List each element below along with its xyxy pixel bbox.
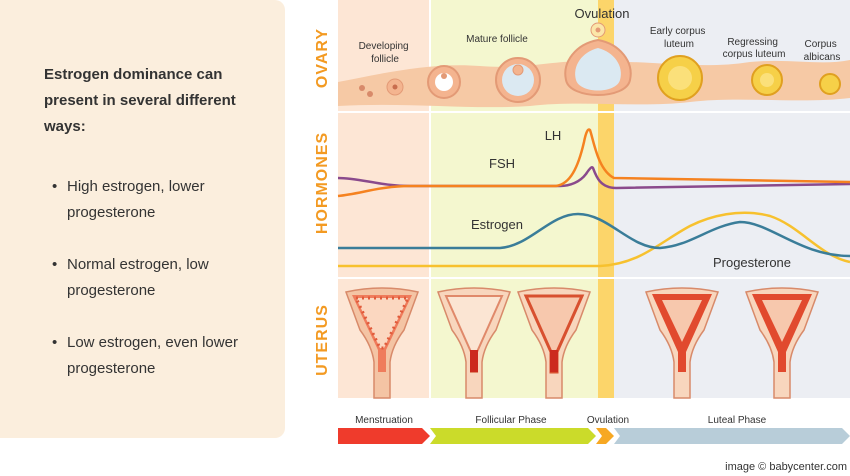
menstrual-cycle-diagram: OVARY HORMONES UTERUS Developing foll bbox=[314, 0, 850, 444]
fsh-curve bbox=[337, 166, 850, 190]
ovary-label-early-corpus-text: luteum bbox=[664, 39, 694, 50]
row-label-hormones: HORMONES bbox=[314, 132, 331, 234]
progesterone-curve bbox=[338, 211, 850, 268]
ovary-label-developing: Developing follicle bbox=[359, 41, 412, 65]
uterus-follicular-early-icon bbox=[436, 287, 512, 399]
ovary-label-ovulation: Ovulation bbox=[575, 6, 630, 21]
list-item-text: Low estrogen, even lower progesterone bbox=[67, 334, 238, 377]
list-item-text: High estrogen, lower progesterone bbox=[67, 178, 205, 221]
bullet-icon: • bbox=[52, 256, 58, 273]
regressing-corpus-luteum-icon bbox=[751, 64, 783, 96]
luteal-arrow bbox=[614, 428, 850, 444]
uterus-follicular-late-icon bbox=[516, 287, 592, 399]
phase-label-luteal: Luteal Phase bbox=[708, 415, 767, 426]
phase-label-follicular: Follicular Phase bbox=[475, 415, 547, 426]
ovulation-arrow bbox=[596, 428, 614, 444]
ovary-label-mature: Mature follicle bbox=[466, 34, 528, 45]
list-item: • Low estrogen, even lower progesterone bbox=[44, 330, 265, 382]
ovary-label-albicans-text: albicans bbox=[804, 52, 841, 63]
hormone-label-lh: LH bbox=[545, 128, 562, 143]
growing-follicle-icon bbox=[427, 65, 461, 99]
hormone-label-fsh: FSH bbox=[489, 156, 515, 171]
menstruation-arrow bbox=[338, 428, 430, 444]
follicular-arrow bbox=[430, 428, 596, 444]
mature-follicle-icon bbox=[495, 57, 541, 103]
ovary-label-early-corpus: Early corpus luteum bbox=[650, 26, 708, 50]
developing-follicle-icon bbox=[359, 78, 404, 97]
list-item-text: Normal estrogen, low progesterone bbox=[67, 256, 209, 299]
bullet-icon: • bbox=[52, 334, 58, 351]
uterus-luteal-early-icon bbox=[644, 287, 720, 399]
list-item: • Normal estrogen, low progesterone bbox=[44, 252, 265, 304]
ovary-label-albicans-text: Corpus bbox=[804, 39, 836, 50]
ovary-label-albicans: Corpus albicans bbox=[804, 39, 841, 63]
hormone-label-estrogen: Estrogen bbox=[471, 217, 523, 232]
hormone-label-progesterone: Progesterone bbox=[713, 255, 791, 270]
row-label-uterus: UTERUS bbox=[314, 304, 331, 376]
ovary-label-regressing: Regressing corpus luteum bbox=[723, 37, 786, 60]
info-panel: Estrogen dominance can present in severa… bbox=[0, 0, 285, 438]
uterus-luteal-late-icon bbox=[744, 287, 820, 399]
info-list: • High estrogen, lower progesterone • Norm… bbox=[44, 174, 265, 382]
image-credit: image © babycenter.com bbox=[725, 461, 847, 473]
estrogen-curve bbox=[338, 212, 850, 258]
ovary-label-regressing-text: Regressing bbox=[727, 37, 778, 48]
phase-label-menstruation: Menstruation bbox=[355, 415, 413, 426]
ovary-label-regressing-text: corpus luteum bbox=[723, 49, 786, 60]
ovary-label-early-corpus-text: Early corpus bbox=[650, 26, 706, 37]
ovary-label-developing-text: follicle bbox=[371, 54, 399, 65]
phase-label-ovulation: Ovulation bbox=[587, 415, 629, 426]
ovary-label-developing-text: Developing bbox=[359, 41, 409, 52]
corpus-albicans-icon bbox=[819, 73, 841, 95]
ovulating-follicle-icon bbox=[564, 22, 632, 96]
uterus-menstruation-icon bbox=[344, 287, 420, 399]
bullet-icon: • bbox=[52, 178, 58, 195]
lh-curve bbox=[337, 128, 850, 198]
list-item: • High estrogen, lower progesterone bbox=[44, 174, 265, 226]
info-heading: Estrogen dominance can present in severa… bbox=[44, 66, 236, 135]
row-label-ovary: OVARY bbox=[314, 28, 331, 88]
early-corpus-luteum-icon bbox=[657, 55, 703, 101]
